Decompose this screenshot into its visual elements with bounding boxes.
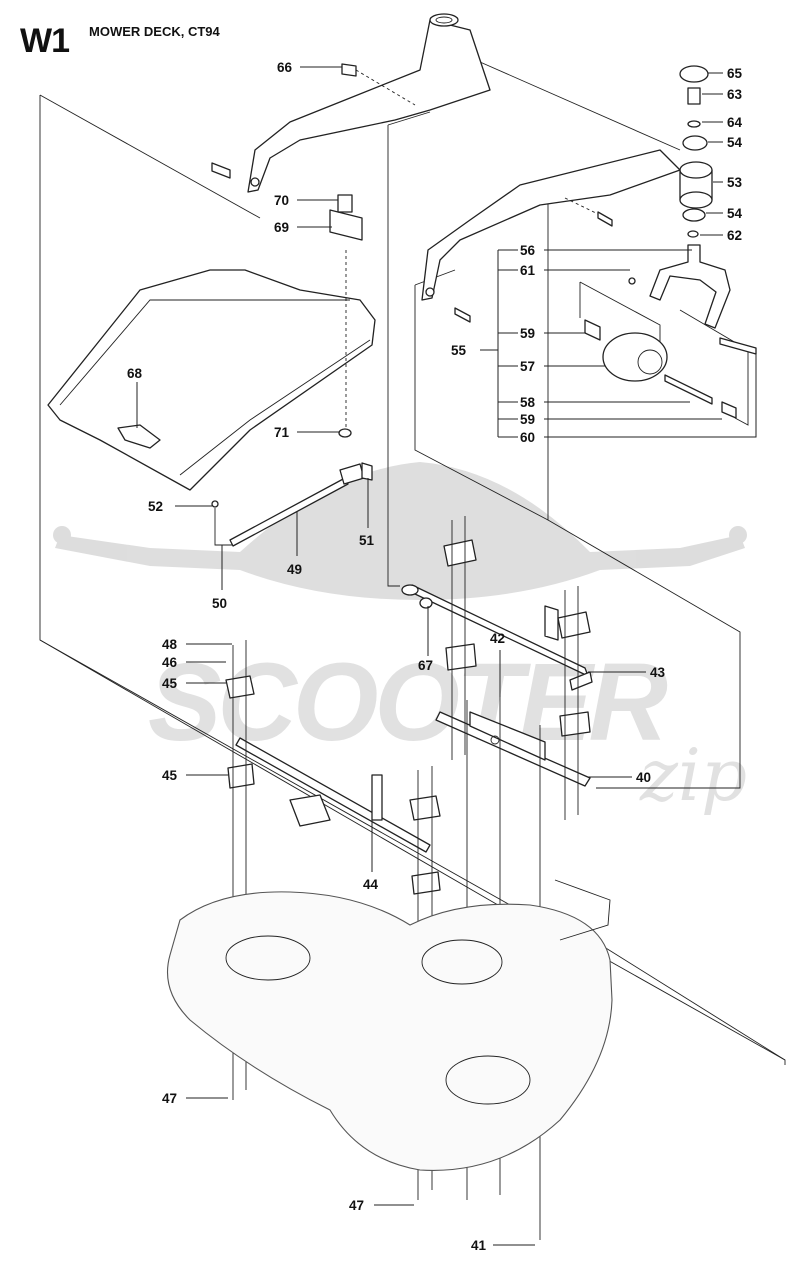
diagram-header: W1 MOWER DECK, CT94 <box>0 0 800 70</box>
caster-stack <box>679 65 713 238</box>
mower-deck <box>166 879 613 1171</box>
callout-51: 51 <box>359 533 375 548</box>
callout-47-left: 47 <box>162 1091 177 1106</box>
callout-68: 68 <box>127 366 143 381</box>
rear-axle <box>235 737 431 853</box>
callout-65: 65 <box>727 66 743 81</box>
callout-41: 41 <box>471 1238 487 1253</box>
right-lift-arm <box>421 149 681 323</box>
section-code: W1 <box>20 22 70 60</box>
callout-69: 69 <box>274 220 289 235</box>
front-axle <box>401 584 593 691</box>
callout-47-bottom: 47 <box>349 1198 364 1213</box>
callout-43: 43 <box>650 665 666 680</box>
callout-52: 52 <box>148 499 163 514</box>
leader-lines <box>136 66 757 1246</box>
section-title: MOWER DECK, CT94 <box>89 24 220 39</box>
callout-48: 48 <box>162 637 178 652</box>
callout-49: 49 <box>287 562 302 577</box>
callout-54-upper: 54 <box>727 135 743 150</box>
callout-64: 64 <box>727 115 743 130</box>
callout-59-lower: 59 <box>520 412 535 427</box>
callout-44: 44 <box>363 877 379 892</box>
bracket-plate <box>435 711 591 787</box>
pedal-frame <box>47 194 376 491</box>
callout-58: 58 <box>520 395 536 410</box>
callout-46: 46 <box>162 655 178 670</box>
upper-lift-arm <box>211 13 491 193</box>
callout-66: 66 <box>277 60 293 75</box>
callout-45-left-upper: 45 <box>162 676 178 691</box>
callout-45-left-lower: 45 <box>162 768 178 783</box>
callout-40: 40 <box>636 770 651 785</box>
watermark: SCOOTER zip <box>53 462 747 817</box>
callout-60: 60 <box>520 430 535 445</box>
callout-54-lower: 54 <box>727 206 743 221</box>
callout-55: 55 <box>451 343 467 358</box>
callout-59-upper: 59 <box>520 326 535 341</box>
watermark-text: SCOOTER <box>148 641 668 764</box>
watermark-script: zip <box>639 733 747 817</box>
group-bracket-55 <box>480 249 518 438</box>
callout-63: 63 <box>727 87 743 102</box>
callout-62: 62 <box>727 228 742 243</box>
callout-42: 42 <box>490 631 505 646</box>
callout-53: 53 <box>727 175 743 190</box>
adjuster-rod <box>211 462 373 547</box>
callout-57: 57 <box>520 359 535 374</box>
callout-70: 70 <box>274 193 289 208</box>
callout-67: 67 <box>418 658 433 673</box>
callout-labels: 65 63 64 54 53 54 62 66 70 69 56 61 59 5… <box>127 60 743 1253</box>
callout-56: 56 <box>520 243 536 258</box>
caster-fork <box>579 244 757 426</box>
callout-61: 61 <box>520 263 536 278</box>
callout-71: 71 <box>274 425 290 440</box>
callout-50: 50 <box>212 596 227 611</box>
